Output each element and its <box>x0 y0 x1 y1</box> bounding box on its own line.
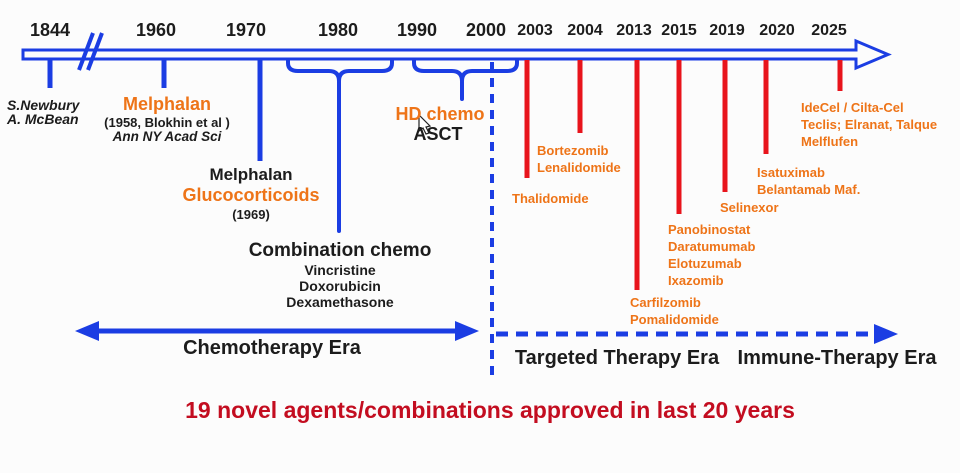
brace-1980 <box>286 58 394 233</box>
year-label-2015: 2015 <box>661 22 697 39</box>
year-label-1844: 1844 <box>29 20 71 40</box>
drug-label: Carfilzomib <box>630 295 701 310</box>
drug-label: Thalidomide <box>512 191 589 206</box>
year-label-2019: 2019 <box>709 22 745 39</box>
combination-chemo-drug: Doxorubicin <box>299 278 381 294</box>
drug-label: Pomalidomide <box>630 312 719 327</box>
year-label-2013: 2013 <box>616 22 652 39</box>
immune-therapy-era-label: Immune-Therapy Era <box>737 347 937 369</box>
drug-label: Elotuzumab <box>668 256 742 271</box>
blue-tick-marks <box>47 60 263 161</box>
approvals-2025: IdeCel / Cilta-Cel Teclis; Elranat, Talq… <box>801 99 937 150</box>
year-label-1980: 1980 <box>317 20 359 40</box>
drug-label: Ixazomib <box>668 273 724 288</box>
drug-label: Melflufen <box>801 134 859 149</box>
combination-chemo-drug: Vincristine <box>304 262 376 278</box>
year-label-2020: 2020 <box>759 22 795 39</box>
approvals-2004: Bortezomib Lenalidomide <box>537 142 621 176</box>
approvals-2020: Isatuximab Belantamab Maf. <box>757 164 860 198</box>
melphalan-1958-title: Melphalan <box>122 94 212 114</box>
approvals-2013: Carfilzomib Pomalidomide <box>630 294 719 328</box>
drug-label: Isatuximab <box>757 165 825 180</box>
chemotherapy-era-label: Chemotherapy Era <box>183 337 361 359</box>
melphalan-1969-drug2: Glucocorticoids <box>182 185 320 205</box>
year-label-2000: 2000 <box>465 20 507 40</box>
axis-break-icon <box>77 32 104 71</box>
year-label-1970: 1970 <box>225 20 267 40</box>
year-label-2003: 2003 <box>517 22 553 39</box>
drug-label: Bortezomib <box>537 143 609 158</box>
combination-chemo-title: Combination chemo <box>248 240 432 261</box>
melphalan-1969-drug1: Melphalan <box>209 165 293 184</box>
mouse-cursor-icon <box>418 113 432 135</box>
chemotherapy-era-arrow <box>75 321 479 341</box>
hd-chemo-label: HD chemo <box>395 104 485 124</box>
year-label-2025: 2025 <box>811 22 847 39</box>
approvals-2019: Selinexor <box>720 199 779 216</box>
drug-label: IdeCel / Cilta-Cel <box>801 100 904 115</box>
footer-headline: 19 novel agents/combinations approved in… <box>185 397 795 423</box>
targeted-immune-era-arrow <box>496 324 898 344</box>
timeline-axis-arrow <box>21 38 892 71</box>
year-label-1990: 1990 <box>396 20 438 40</box>
melphalan-1958-detail: (1958, Blokhin et al ) <box>104 115 230 130</box>
melphalan-1958-source: Ann NY Acad Sci <box>112 129 222 144</box>
year-label-2004: 2004 <box>567 22 603 39</box>
drug-label: Selinexor <box>720 200 779 215</box>
red-approval-ticks <box>524 60 843 290</box>
drug-label: Panobinostat <box>668 222 751 237</box>
targeted-therapy-era-label: Targeted Therapy Era <box>514 347 720 369</box>
asct-label: ASCT <box>413 124 463 144</box>
melphalan-1969-year: (1969) <box>232 207 270 222</box>
approvals-2015: Panobinostat Daratumumab Elotuzumab Ixaz… <box>668 221 755 289</box>
drug-label: Lenalidomide <box>537 160 621 175</box>
brace-1990-2000 <box>412 58 519 101</box>
year-label-1960: 1960 <box>135 20 177 40</box>
pioneer-name-2: A. McBean <box>7 111 79 127</box>
pioneer-name-1: S.Newbury <box>7 97 80 113</box>
drug-label: Teclis; Elranat, Talque <box>801 117 938 132</box>
approvals-2003: Thalidomide <box>512 190 589 207</box>
drug-label: Daratumumab <box>668 239 756 254</box>
combination-chemo-drug: Dexamethasone <box>286 294 394 310</box>
drug-label: Belantamab Maf. <box>757 182 861 197</box>
